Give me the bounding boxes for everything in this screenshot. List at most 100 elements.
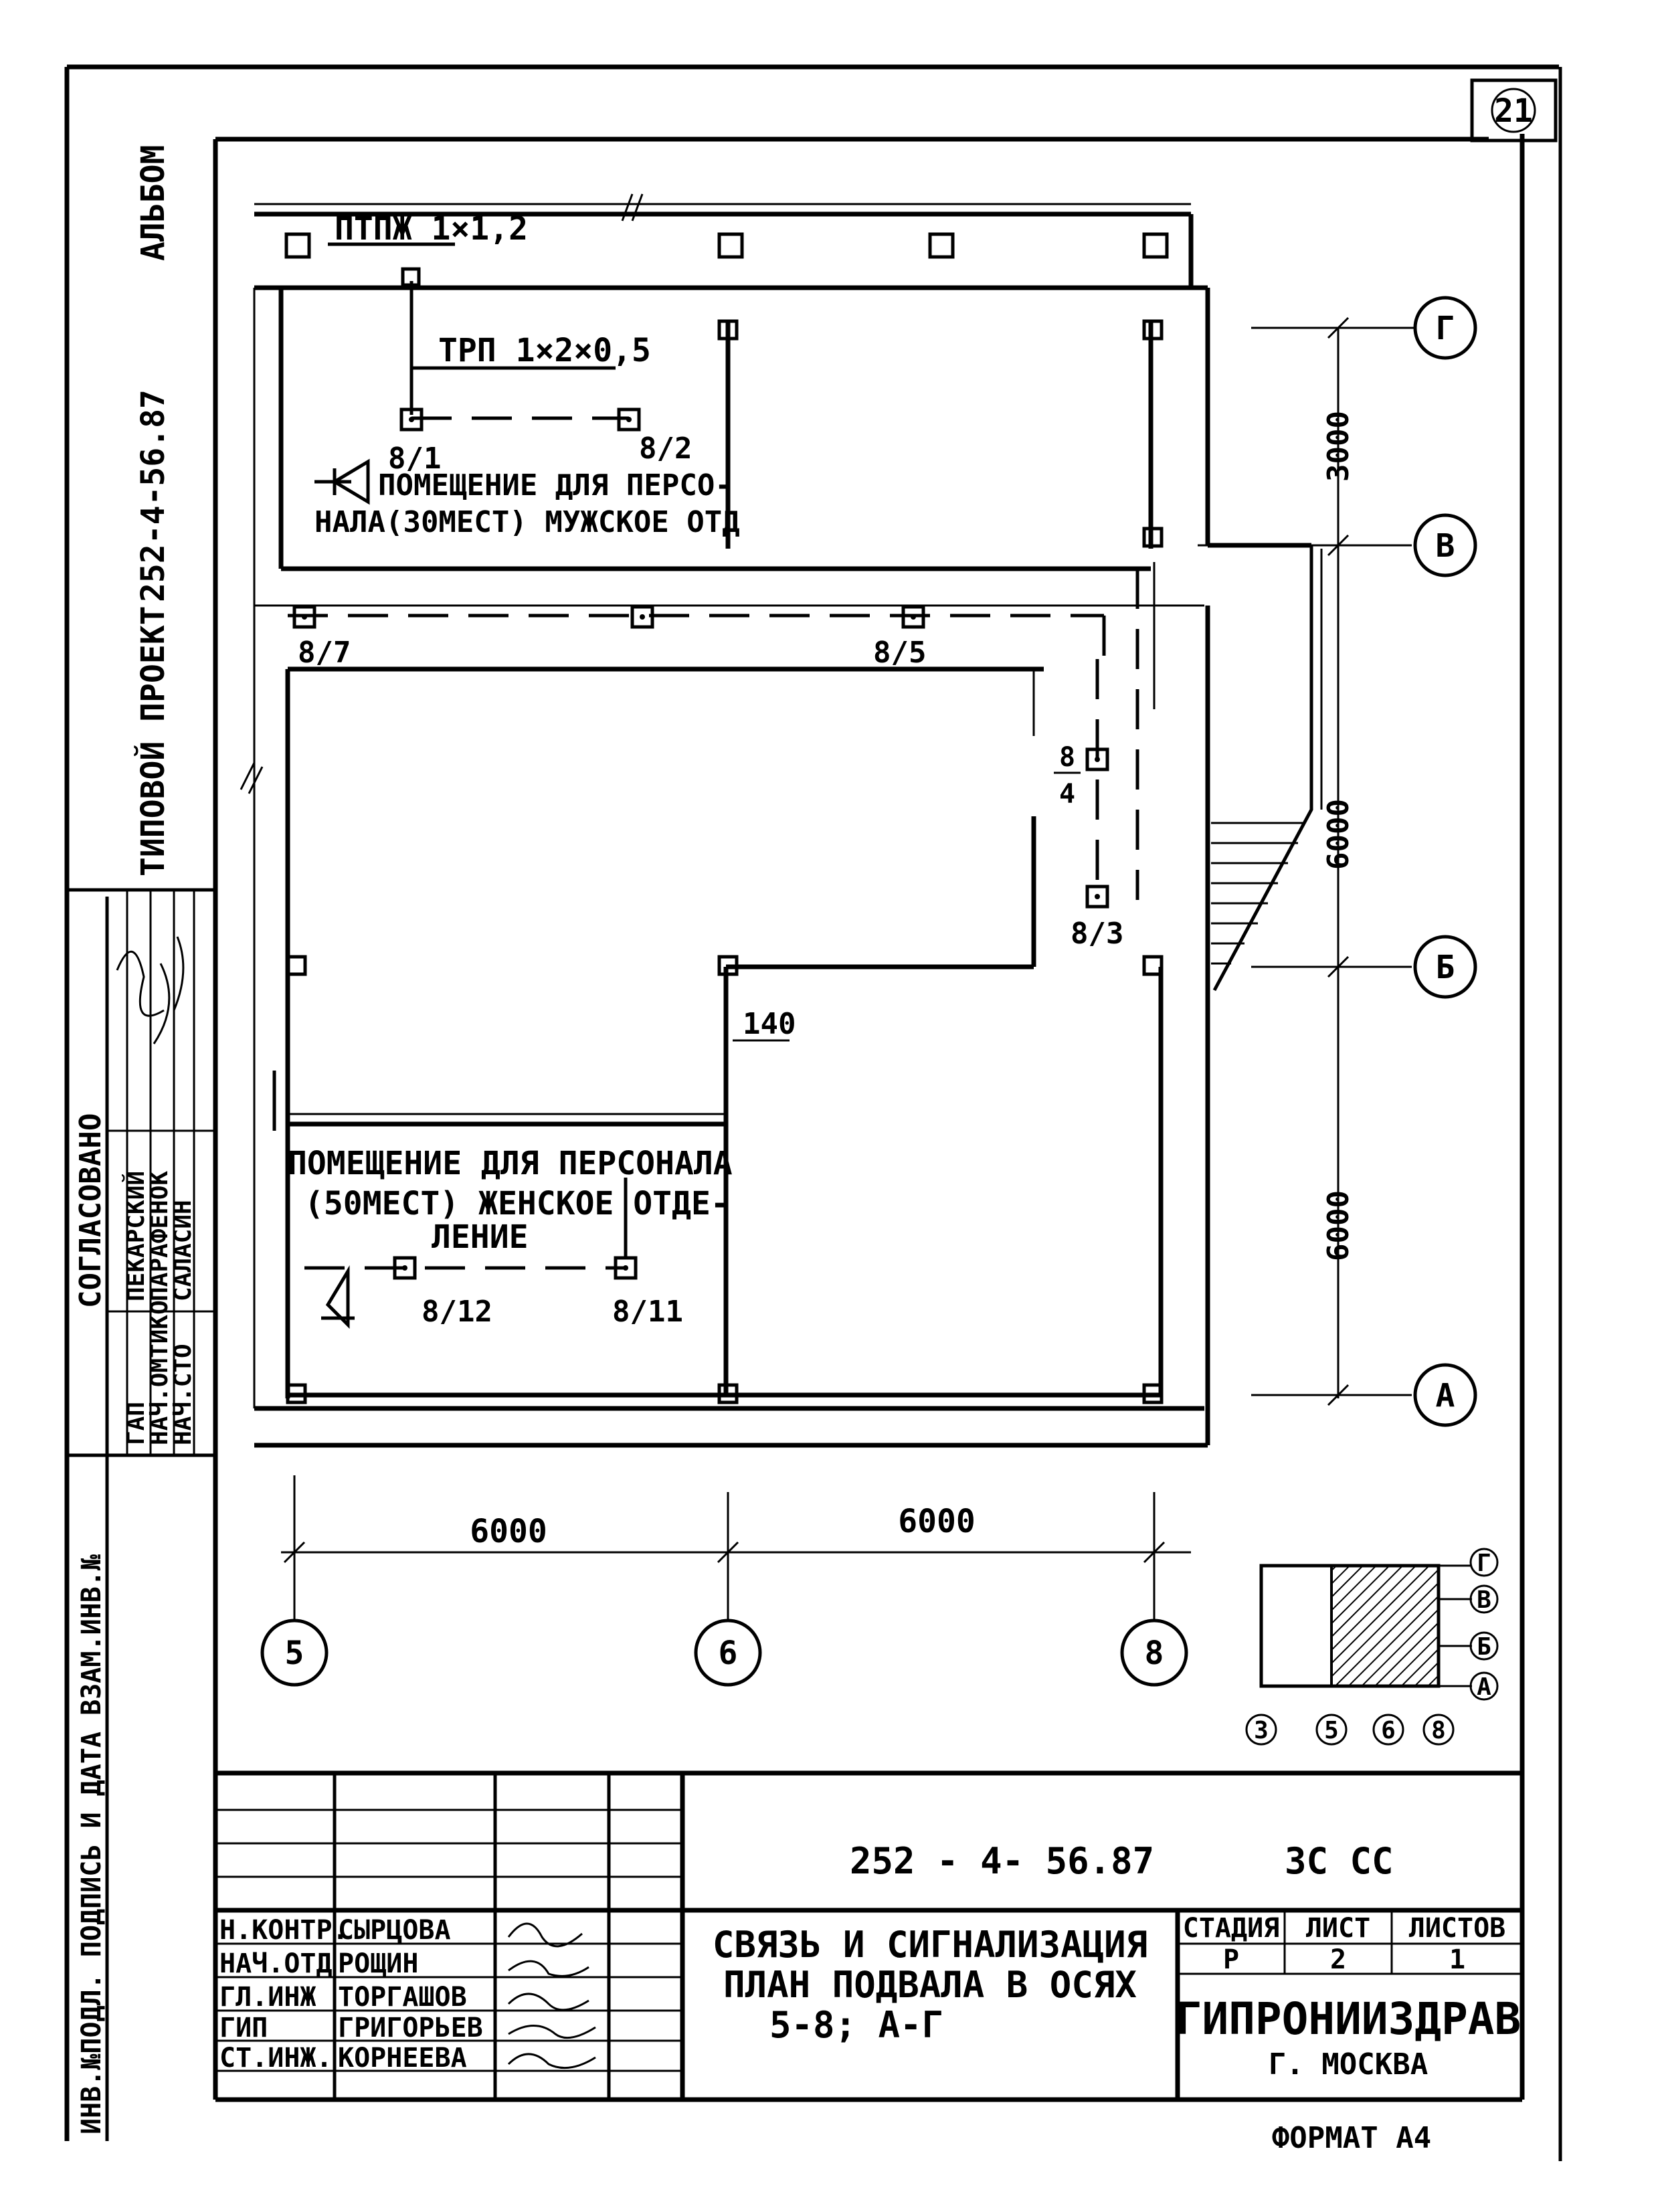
format-label: ФОРМАТ А4 — [1272, 2121, 1431, 2155]
tb-title-3: 5-8; А-Г — [769, 2004, 943, 2046]
cable-routes — [272, 242, 1139, 1270]
tb-org: ГИПРОНИИЗДРАВ — [1176, 1993, 1521, 2045]
axis-bubble-A — [1413, 1363, 1477, 1427]
key-row-0: Г — [1477, 1550, 1491, 1577]
room-men-line1: ПОМЕЩЕНИЕ ДЛЯ ПЕРСО- — [378, 468, 733, 502]
tb-name-3: ТОРГАШОВ — [338, 1982, 467, 2013]
key-col-0: 3 — [1254, 1717, 1269, 1744]
device-8-4 — [1085, 747, 1109, 771]
agreed-name-2: ПАРАФЕНОК — [146, 1171, 173, 1301]
tb-role-3: ГЛ.ИНЖ — [219, 1982, 316, 2013]
agreed-label: СОГЛАСОВАНО — [74, 1113, 108, 1308]
key-col-3: 8 — [1431, 1717, 1446, 1744]
tb-sheet-label: ЛИСТ — [1306, 1913, 1370, 1944]
tb-mark: 3С СС — [1285, 1840, 1394, 1882]
point-8-4-num: 8 — [1059, 742, 1075, 773]
agreed-role-2: НАЧ.ОМТИКО — [146, 1300, 173, 1445]
dim-h-right: 6000 — [898, 1503, 976, 1540]
wall-thickness-dim: 140 — [743, 1007, 796, 1041]
axis-label-col-2: 8 — [1145, 1635, 1164, 1672]
loudspeaker-icon — [331, 458, 370, 505]
axis-bubble-6 — [694, 1619, 762, 1687]
axis-bubble-G — [1413, 296, 1477, 360]
room-women-line1: ПОМЕЩЕНИЕ ДЛЯ ПЕРСОНАЛА — [288, 1145, 733, 1182]
point-8-12: 8/12 — [422, 1295, 492, 1329]
point-8-7: 8/7 — [298, 636, 351, 670]
tb-name-1: СЫРЦОВА — [338, 1915, 451, 1946]
tb-name-2: РОЩИН — [338, 1948, 418, 1979]
axis-label-col-1: 6 — [719, 1635, 738, 1672]
key-plan: Г В Б А 3 5 6 8 — [1245, 1548, 1499, 1746]
cable-label-1: ПТПЖ 1×1,2 — [335, 210, 528, 248]
key-row-2: Б — [1477, 1633, 1491, 1661]
room-men-line2: НАЛА(30МЕСТ) МУЖСКОЕ ОТД — [314, 505, 740, 539]
tb-stage-label: СТАДИЯ — [1183, 1913, 1280, 1944]
axis-label-row-3: А — [1436, 1377, 1455, 1414]
tb-role-4: ГИП — [219, 2013, 268, 2043]
point-8-3: 8/3 — [1071, 917, 1123, 951]
device-8-5 — [901, 605, 925, 629]
tb-sheet: 2 — [1330, 1944, 1346, 1975]
point-8-2: 8/2 — [639, 432, 692, 466]
point-8-11: 8/11 — [612, 1295, 683, 1329]
axis-bubble-B — [1413, 935, 1477, 999]
point-8-1: 8/1 — [388, 442, 441, 476]
agreed-name-1: ПЕКАРСКИЙ — [122, 1171, 150, 1301]
tb-name-5: КОРНЕЕВА — [338, 2043, 467, 2073]
dim-h-left: 6000 — [470, 1513, 547, 1550]
axis-label-row-2: Б — [1436, 949, 1455, 986]
axis-label-col-0: 5 — [285, 1635, 304, 1672]
inventory-columns: ИНВ.№ПОДЛ. ПОДПИСЬ И ДАТА ВЗАМ.ИНВ.№ — [76, 1554, 107, 2134]
device-8-12 — [393, 1256, 417, 1280]
cable-label-2: ТРП 1×2×0,5 — [438, 332, 651, 369]
sheet-frame — [64, 64, 1562, 2161]
page-number: 21 — [1494, 92, 1533, 130]
point-8-4-den: 4 — [1059, 779, 1075, 810]
tb-stage: Р — [1223, 1944, 1239, 1975]
axis-label-row-1: В — [1436, 527, 1455, 565]
room-women-line3: ЛЕНИЕ — [432, 1218, 529, 1256]
floor-plan — [240, 193, 1323, 1448]
point-8-5: 8/5 — [873, 636, 926, 670]
device-8-3 — [1085, 885, 1109, 909]
key-row-3: А — [1477, 1673, 1491, 1701]
device-8-2 — [617, 407, 641, 432]
title-block: 252 - 4- 56.87 3С СС Н.КОНТР. НАЧ.ОТД ГЛ… — [215, 1770, 1522, 2100]
dim-v-mid: 6000 — [1321, 799, 1356, 870]
page-number-box: 21 — [1470, 78, 1558, 143]
tb-role-5: СТ.ИНЖ. — [219, 2043, 333, 2073]
axis-bubble-5 — [260, 1619, 329, 1687]
device-8-11 — [614, 1256, 638, 1280]
tb-title-2: ПЛАН ПОДВАЛА В ОСЯХ — [723, 1964, 1137, 2006]
dim-v-top: 3000 — [1321, 411, 1356, 482]
tb-role-2: НАЧ.ОТД — [219, 1948, 333, 1979]
dim-v-bot: 6000 — [1321, 1190, 1356, 1261]
tb-sheets: 1 — [1449, 1944, 1465, 1975]
agreed-role-3: НАЧ.СТО — [169, 1344, 197, 1445]
key-col-2: 6 — [1381, 1717, 1396, 1744]
device-8-1 — [399, 407, 424, 432]
tb-name-4: ГРИГОРЬЕВ — [338, 2013, 483, 2043]
plan-labels: ПТПЖ 1×1,2 ТРП 1×2×0,5 8/1 8/2 ПОМЕЩЕНИЕ… — [288, 210, 1123, 1329]
side-stamp: АЛЬБОМ 252-4-56.87 ТИПОВОЙ ПРОЕКТ СОГЛАС… — [67, 145, 215, 2141]
axis-bubble-8 — [1120, 1619, 1188, 1687]
tb-sheets-label: ЛИСТОВ — [1409, 1913, 1506, 1944]
device-8-6 — [630, 605, 654, 629]
room-women-line2: (50МЕСТ) ЖЕНСКОЕ ОТДЕ- — [304, 1185, 730, 1222]
loudspeaker-icon — [321, 1265, 355, 1329]
tb-role-1: Н.КОНТР. — [219, 1915, 349, 1946]
devices — [292, 267, 1109, 1329]
axis-label-row-0: Г — [1436, 310, 1455, 347]
device-8-7 — [292, 605, 316, 629]
tb-code: 252 - 4- 56.87 — [850, 1840, 1154, 1882]
project-type-label: ТИПОВОЙ ПРОЕКТ — [134, 606, 172, 877]
tb-title-1: СВЯЗЬ И СИГНАЛИЗАЦИЯ — [713, 1924, 1147, 1966]
agreed-role-1: ГАП — [122, 1402, 150, 1445]
agreed-name-3: САЛАСИН — [169, 1200, 197, 1301]
key-row-1: В — [1477, 1586, 1491, 1614]
axis-bubble-V — [1413, 513, 1477, 577]
agreed-signatures — [116, 936, 185, 1044]
tb-city: Г. МОСКВА — [1269, 2047, 1428, 2082]
album-label: АЛЬБОМ — [134, 145, 172, 261]
